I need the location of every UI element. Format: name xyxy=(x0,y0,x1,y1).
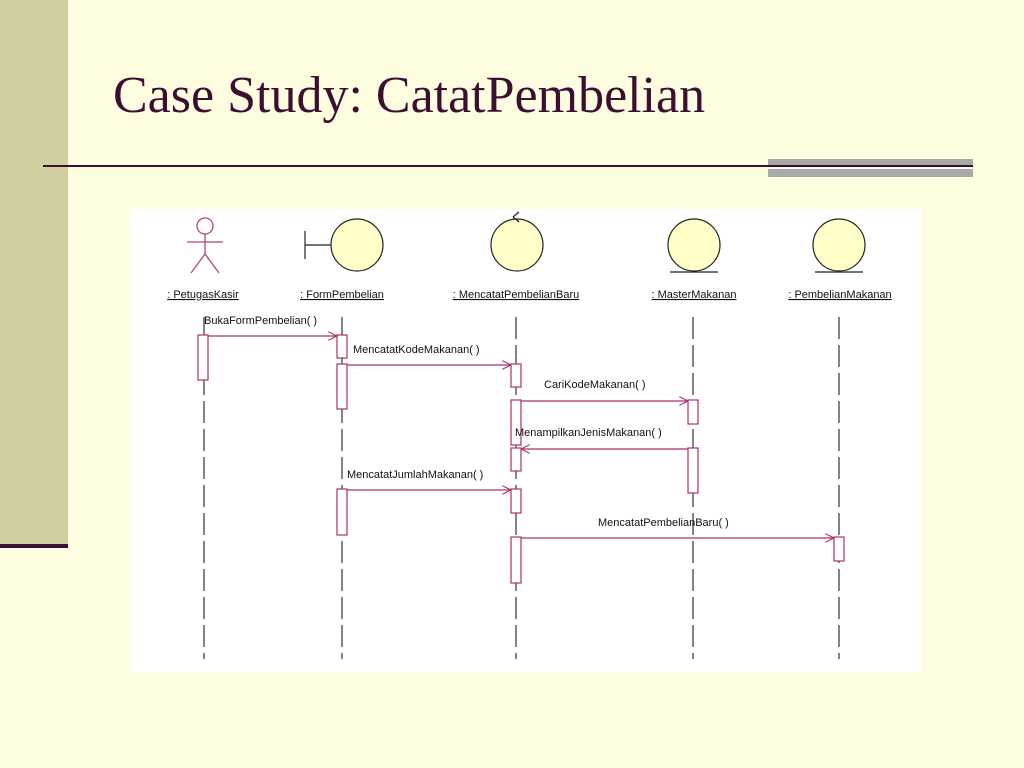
activation-box xyxy=(510,399,522,446)
activation-box xyxy=(510,363,522,388)
accent-bar-bottom xyxy=(768,169,973,177)
activation-box xyxy=(336,334,348,359)
activation-box xyxy=(833,536,845,562)
title-accent-bars xyxy=(768,159,973,178)
activation-box xyxy=(336,363,348,410)
accent-bar-top xyxy=(768,159,973,165)
lifeline-label-mencatat-pembelian-baru: : MencatatPembelianBaru xyxy=(453,289,580,301)
slide-title: Case Study: CatatPembelian xyxy=(113,67,706,124)
message-label-buka-form: BukaFormPembelian( ) xyxy=(204,315,317,327)
message-label-mencatat-pembelian-baru: MencatatPembelianBaru( ) xyxy=(598,517,729,529)
message-label-mencatat-jumlah: MencatatJumlahMakanan( ) xyxy=(347,469,483,481)
sequence-diagram: : PetugasKasir : FormPembelian : Mencata… xyxy=(130,209,921,672)
sidebar-bottom-rule xyxy=(0,544,68,548)
activation-box xyxy=(197,334,209,381)
lifeline-label-pembelian-makanan: : PembelianMakanan xyxy=(788,289,891,301)
activation-box xyxy=(336,488,348,536)
control-icon xyxy=(490,211,544,272)
left-accent-sidebar xyxy=(0,0,68,548)
sequence-diagram-canvas: : PetugasKasir : FormPembelian : Mencata… xyxy=(167,211,892,659)
activation-box xyxy=(687,447,699,494)
entity-icon xyxy=(667,218,721,273)
actor-icon xyxy=(187,217,223,274)
message-label-cari-kode: CariKodeMakanan( ) xyxy=(544,379,646,391)
message-label-mencatat-kode: MencatatKodeMakanan( ) xyxy=(353,344,480,356)
lifeline-label-petugas-kasir: : PetugasKasir xyxy=(167,289,239,301)
activation-box xyxy=(510,447,522,472)
lifeline-label-form-pembelian: : FormPembelian xyxy=(300,289,384,301)
message-label-menampilkan-jenis: MenampilkanJenisMakanan( ) xyxy=(515,427,662,439)
activation-box xyxy=(510,488,522,514)
boundary-icon xyxy=(304,218,384,272)
activation-box xyxy=(510,536,522,584)
activation-box xyxy=(687,399,699,425)
title-underline-rule xyxy=(43,165,973,167)
entity-icon xyxy=(812,218,866,273)
lifeline-label-master-makanan: : MasterMakanan xyxy=(652,289,737,301)
